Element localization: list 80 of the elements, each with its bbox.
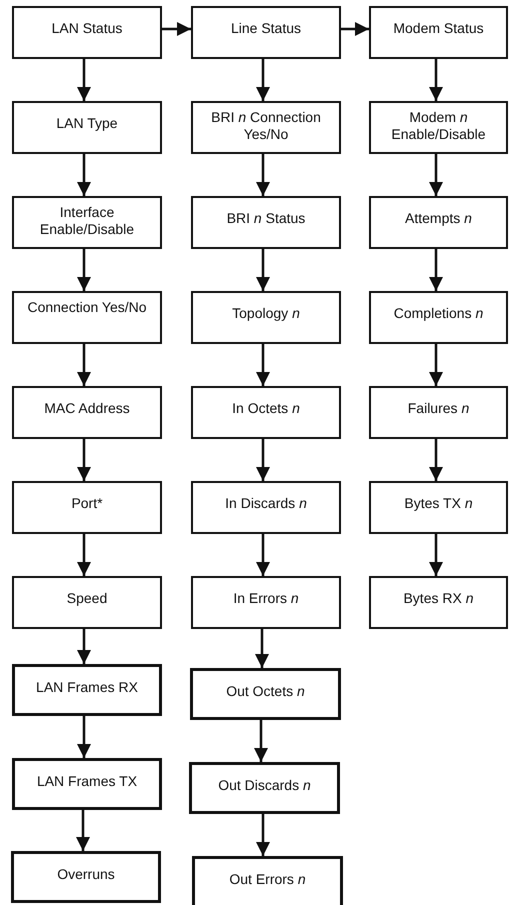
arrow [77, 716, 91, 758]
box-label: MAC Address [43, 400, 131, 417]
box-label: LAN Status [50, 20, 124, 37]
process-box [12, 481, 162, 534]
process-box [369, 291, 508, 344]
process-box [191, 576, 341, 629]
arrow [429, 534, 443, 576]
process-box [191, 196, 341, 249]
process-box [191, 291, 341, 344]
arrow [256, 154, 270, 196]
arrow [429, 154, 443, 196]
arrow [341, 22, 369, 36]
box-label: Topology n [231, 305, 301, 322]
arrow [256, 534, 270, 576]
box-label: BRI n Connection Yes/No [210, 109, 322, 143]
arrow [77, 439, 91, 481]
arrow [429, 59, 443, 101]
box-label: LAN Type [55, 115, 119, 132]
process-box [12, 664, 162, 716]
arrow [77, 629, 91, 664]
process-box [12, 576, 162, 629]
process-box [12, 386, 162, 439]
arrow [76, 810, 90, 851]
process-box [189, 762, 340, 814]
arrow [254, 720, 268, 762]
box-label: Bytes TX n [403, 495, 474, 512]
box-label: LAN Frames TX [36, 773, 138, 790]
process-box [369, 481, 508, 534]
box-label: BRI n Status [226, 210, 306, 227]
box-label: LAN Frames RX [35, 679, 139, 696]
arrow [256, 59, 270, 101]
box-label: Modem n Enable/Disable [390, 109, 487, 143]
process-box [12, 6, 162, 59]
arrow [256, 344, 270, 386]
box-label: Out Octets n [225, 683, 306, 700]
box-label: Bytes RX n [402, 590, 475, 607]
arrow [256, 439, 270, 481]
arrow [77, 154, 91, 196]
arrow [429, 439, 443, 481]
process-box [11, 851, 161, 903]
process-box [12, 291, 162, 344]
process-box [369, 576, 508, 629]
process-box [12, 758, 162, 810]
box-label: In Errors n [232, 590, 300, 607]
process-box [191, 481, 341, 534]
box-label: Out Errors n [228, 871, 307, 888]
process-box [192, 856, 343, 905]
arrow [77, 534, 91, 576]
process-box [190, 668, 341, 720]
process-box [191, 386, 341, 439]
box-label: Connection Yes/No [26, 299, 148, 316]
box-label: Overruns [56, 866, 116, 883]
arrow [256, 814, 270, 856]
process-box [191, 6, 341, 59]
arrow [429, 344, 443, 386]
box-label: In Octets n [231, 400, 301, 417]
process-box [369, 6, 508, 59]
box-label: Failures n [406, 400, 470, 417]
box-label: Interface Enable/Disable [38, 204, 136, 238]
process-box [191, 101, 341, 154]
arrow [255, 629, 269, 668]
process-box [12, 101, 162, 154]
box-label: Line Status [230, 20, 302, 37]
process-box [12, 196, 162, 249]
box-label: Out Discards n [217, 777, 312, 794]
process-box [369, 196, 508, 249]
arrow [429, 249, 443, 291]
box-label: Attempts n [404, 210, 473, 227]
box-label: In Discards n [224, 495, 308, 512]
process-box [369, 101, 508, 154]
process-box [369, 386, 508, 439]
arrow [77, 59, 91, 101]
box-label: Modem Status [392, 20, 485, 37]
arrow [256, 249, 270, 291]
box-label: Port* [70, 495, 104, 512]
box-label: Completions n [392, 305, 484, 322]
arrow [162, 22, 191, 36]
box-label: Speed [66, 590, 108, 607]
arrow [77, 249, 91, 291]
arrow [77, 344, 91, 386]
